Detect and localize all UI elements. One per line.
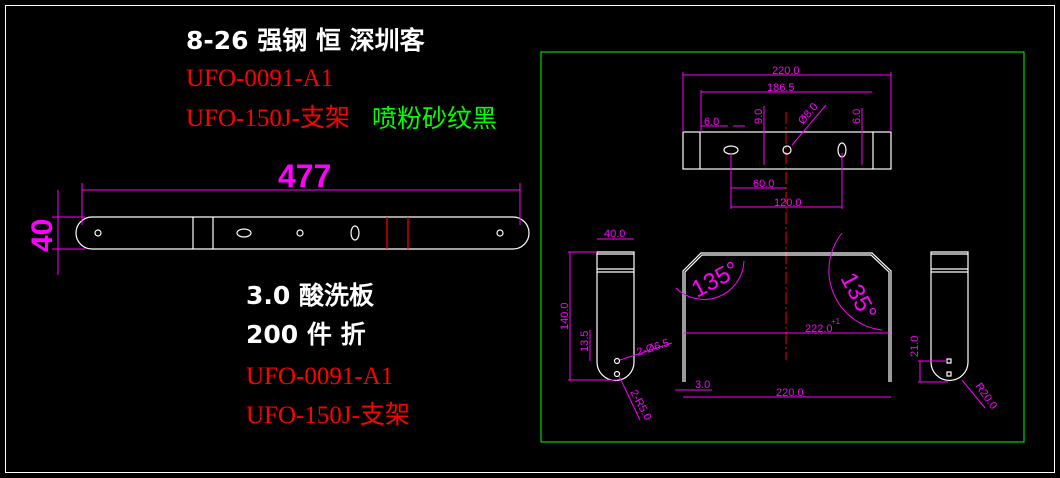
dim-thickness: 3.0 [695, 379, 710, 391]
drawing-border [5, 5, 1055, 473]
dim-holes: 2-Ø6.5 [635, 337, 671, 359]
dim-top-inner: 186.5 [767, 82, 795, 94]
dim-side-height: 140.0 [559, 302, 571, 330]
view-frame [540, 51, 1025, 443]
front-profile [682, 252, 892, 382]
note-part-no: UFO-0091-A1 [186, 65, 334, 92]
dim-slot-width: 6.0 [704, 116, 719, 128]
angle-left: 135° [687, 256, 744, 303]
dim-right-radius: R20.0 [973, 381, 1000, 412]
flat-blank [75, 216, 530, 250]
note-quantity: 200 件 折 [246, 320, 366, 349]
dim-tolerance: +1 [831, 317, 841, 326]
side-view-right [930, 251, 969, 382]
dim-slot-r: 6.0 [851, 109, 863, 124]
dim-slot-height: 9.0 [753, 109, 765, 124]
angle-right: 135° [835, 268, 882, 325]
dim-hole-offset: 13.5 [579, 331, 591, 352]
dim-side-width: 40.0 [604, 228, 625, 240]
dim-width: 40 [26, 219, 59, 252]
note-part-name: UFO-150J-支架 [186, 105, 350, 132]
side-view-left [596, 251, 635, 382]
dim-half-pitch: 60.0 [753, 178, 774, 190]
dim-front-overall: 220.0 [776, 387, 804, 399]
dim-top-overall: 220.0 [772, 65, 800, 77]
dim-side-radius: 2-R5.0 [627, 388, 653, 423]
note-part-name-2: UFO-150J-支架 [246, 402, 410, 429]
dim-inner-width: 222.0 [805, 323, 833, 335]
note-material: 3.0 酸洗板 [246, 281, 374, 310]
note-finish: 喷粉砂纹黑 [372, 104, 498, 133]
dim-right-hole-offset: 21.0 [909, 336, 921, 357]
dim-length: 477 [278, 158, 331, 194]
note-customer: 8-26 强钢 恒 深圳客 [186, 26, 425, 55]
note-part-no-2: UFO-0091-A1 [246, 363, 394, 390]
dim-pitch: 120.0 [774, 197, 802, 209]
dim-hole-dia: Ø8.0 [796, 101, 821, 127]
bend-lines [386, 217, 409, 249]
